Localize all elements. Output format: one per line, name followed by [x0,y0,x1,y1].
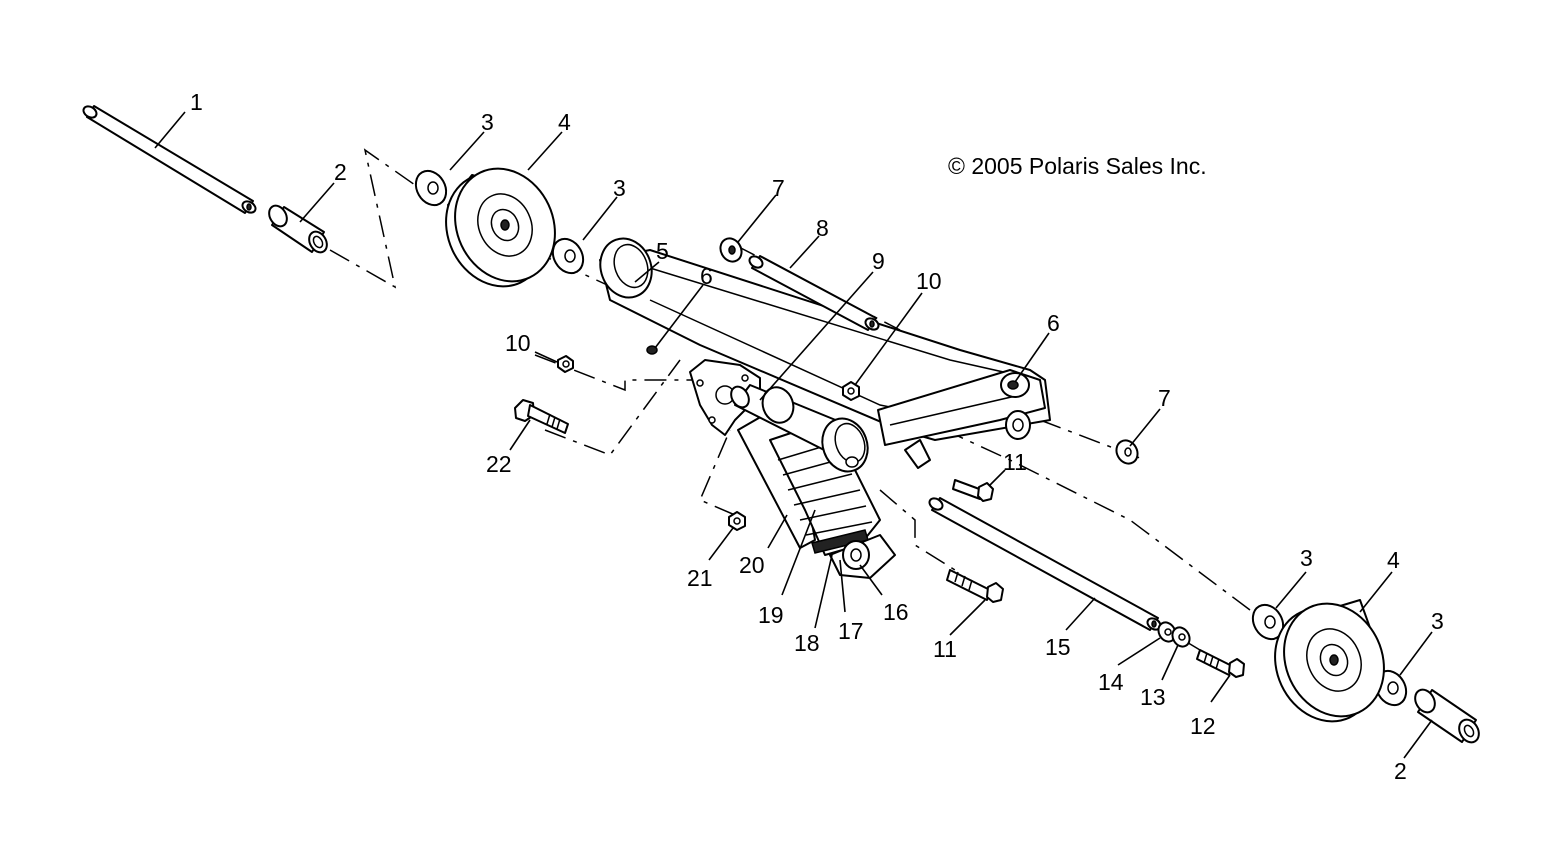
part-2-spacer-left [268,204,328,254]
callout-3-upper-right: 3 [613,175,626,201]
part-5-arm-frame [599,237,1051,469]
part-11-bolt-upper [952,479,994,502]
callout-7-lower: 7 [1158,385,1171,411]
part-2-spacer-right [1414,688,1480,744]
part-3-washer-1 [414,169,448,207]
callout-19: 19 [758,602,784,628]
callout-4-left: 4 [558,109,571,135]
callout-13: 13 [1140,684,1166,710]
callout-4-right: 4 [1387,547,1400,573]
part-6-pivot-pin-left [646,345,658,355]
part-16-shock-eye [829,534,896,579]
callout-10-left: 10 [505,330,531,356]
part-21-nut [728,511,746,531]
part-22-bolt [514,399,569,434]
cross-tube [730,384,869,473]
callout-12: 12 [1190,713,1216,739]
callout-6-left: 6 [700,263,713,289]
part-15-rod [928,497,1162,631]
part-7-washer-upper [719,237,743,263]
copyright-notice: © 2005 Polaris Sales Inc. [948,153,1207,179]
part-12-screw [1196,649,1245,678]
callout-9: 9 [872,248,885,274]
callout-labels: 1 2 3 4 3 5 6 7 8 9 10 10 6 7 11 22 21 2… [190,89,1444,784]
callout-22: 22 [486,451,512,477]
callout-3-upper-left: 3 [481,109,494,135]
part-7-washer-lower [1115,439,1139,465]
callout-15: 15 [1045,634,1071,660]
callout-7-upper: 7 [772,175,785,201]
callout-3-lower-right: 3 [1431,608,1444,634]
callout-3-lower-left: 3 [1300,545,1313,571]
part-3-washer-2 [551,237,585,275]
callout-8: 8 [816,215,829,241]
callout-18: 18 [794,630,820,656]
part-13-washer [1171,626,1191,648]
part-4-wheel-left [445,167,556,288]
callout-5: 5 [656,238,669,264]
part-10-nut-left [557,355,574,373]
callout-21: 21 [687,565,713,591]
callout-20: 20 [739,552,765,578]
part-10-nut-center [842,381,860,401]
part-11-bolt-lower [946,569,1004,603]
part-8-shaft [748,255,880,331]
part-4-wheel-right [1274,599,1385,723]
callout-11-lower: 11 [933,636,957,662]
callout-1: 1 [190,89,203,115]
callout-2-left: 2 [334,159,347,185]
callout-10-right: 10 [916,268,942,294]
leader-lines [154,111,1433,759]
callout-6-right: 6 [1047,310,1060,336]
callout-16: 16 [883,599,909,625]
callout-14: 14 [1098,669,1124,695]
callout-11-upper: 11 [1003,449,1027,475]
part-1-shaft [82,105,257,214]
part-3-washer-3 [1251,603,1285,641]
callout-17: 17 [838,618,864,644]
callout-2-right: 2 [1394,758,1407,784]
part-14-washer [1157,621,1177,643]
